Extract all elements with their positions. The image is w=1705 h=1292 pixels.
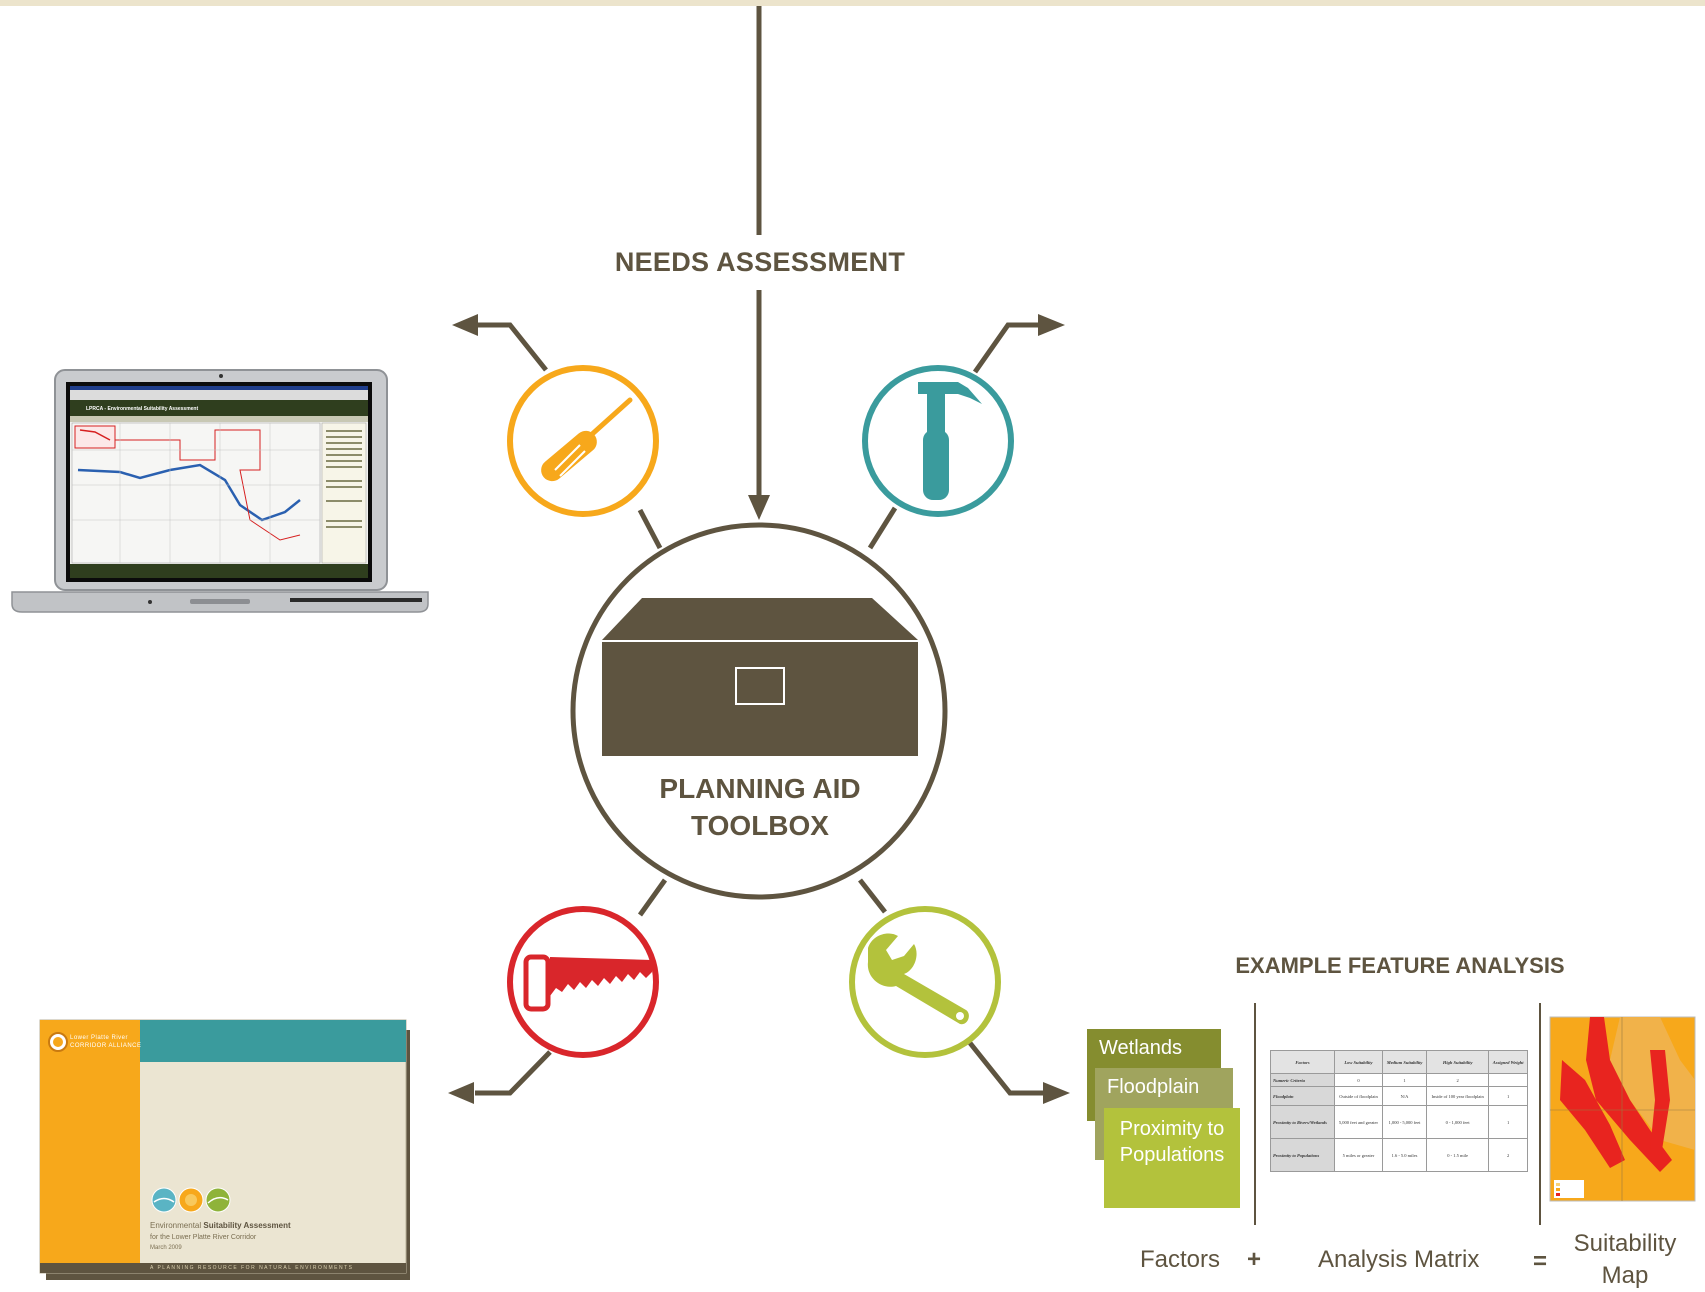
- matrix-cell: 1: [1381, 1073, 1428, 1087]
- screwdriver-tool: [507, 365, 659, 517]
- example-feature-analysis-title: EXAMPLE FEATURE ANALYSIS: [1235, 953, 1565, 978]
- matrix-cell: 0: [1333, 1073, 1383, 1087]
- high-suitability-zone: [1586, 1017, 1672, 1172]
- arrowhead-bottom-left: [448, 1082, 474, 1104]
- matrix-cell: Floodplain: [1270, 1086, 1335, 1106]
- equation-factors-label: Factors: [1140, 1246, 1221, 1273]
- report-teal-band: [140, 1020, 406, 1062]
- matrix-cell: [1488, 1073, 1528, 1087]
- water-icon: [151, 1187, 177, 1213]
- matrix-cell: Outside of floodplain: [1333, 1086, 1383, 1106]
- toolbox-icon: [602, 598, 918, 756]
- matrix-cell: 5 miles or greater: [1333, 1138, 1383, 1172]
- equation-result-label: Suitability Map: [1565, 1228, 1685, 1292]
- table-row: Proximity to Rivers/Wetlands 5,000 feet …: [1270, 1105, 1528, 1139]
- report-title-prefix: Environmental: [150, 1221, 202, 1230]
- report-title-bold: Suitability Assessment: [203, 1221, 291, 1230]
- matrix-cell: N/A: [1381, 1086, 1428, 1106]
- report-subtitle: for the Lower Platte River Corridor: [150, 1234, 257, 1241]
- report-footer-bar: [40, 1263, 406, 1273]
- land-icon: [205, 1187, 231, 1213]
- table-row: Floodplain Outside of floodplain N/A Ins…: [1270, 1086, 1528, 1106]
- matrix-header: Assigned Weight: [1488, 1050, 1528, 1074]
- matrix-header: Factors: [1270, 1050, 1335, 1074]
- equation-matrix-label: Analysis Matrix: [1318, 1246, 1480, 1273]
- wrench-tool: [849, 906, 1001, 1058]
- matrix-header-row: Factors Low Suitability Medium Suitabili…: [1270, 1050, 1528, 1074]
- report-org-line2: CORRIDOR ALLIANCE: [70, 1043, 142, 1049]
- matrix-cell: Proximity to Populations: [1270, 1138, 1335, 1172]
- analysis-matrix-table: Factors Low Suitability Medium Suitabili…: [1270, 1050, 1528, 1172]
- legend-panel: [321, 422, 367, 564]
- matrix-cell: 2: [1426, 1073, 1490, 1087]
- equation-plus: +: [1247, 1246, 1262, 1273]
- matrix-header: High Suitability: [1426, 1050, 1490, 1074]
- report-cover: [39, 1019, 410, 1280]
- equation-result-line2: Map: [1601, 1262, 1649, 1289]
- hammer-icon: [918, 382, 982, 500]
- matrix-cell: 0 - 1,000 feet: [1426, 1105, 1490, 1139]
- toolbox-label: PLANNING AID TOOLBOX: [620, 770, 900, 844]
- report-title: Environmental Suitability Assessment: [150, 1221, 291, 1230]
- arrowhead-top-left: [452, 314, 478, 336]
- matrix-header: Medium Suitability: [1381, 1050, 1428, 1074]
- laptop-app-title: LPRCA - Environmental Suitability Assess…: [86, 406, 199, 412]
- matrix-cell: 1,000 - 5,000 feet: [1381, 1105, 1428, 1139]
- report-date: March 2009: [150, 1245, 182, 1251]
- app-header-bar: [70, 400, 368, 416]
- equation-equals: =: [1533, 1248, 1548, 1275]
- equation-result-line1: Suitability: [1573, 1230, 1677, 1257]
- matrix-cell: 0 - 1.5 mile: [1426, 1138, 1490, 1172]
- matrix-cell: Proximity to Rivers/Wetlands: [1270, 1105, 1335, 1139]
- matrix-cell: 1: [1488, 1086, 1528, 1106]
- map-legend: [1554, 1180, 1584, 1198]
- matrix-cell: 1.6 - 5.0 miles: [1381, 1138, 1428, 1172]
- report-orange-strip: [40, 1020, 140, 1263]
- needs-assessment-label: NEEDS ASSESSMENT: [614, 247, 906, 277]
- table-row: Numeric Criteria 0 1 2: [1270, 1073, 1528, 1087]
- top-band: [0, 0, 1705, 6]
- matrix-cell: Inside of 100 year floodplain: [1426, 1086, 1490, 1106]
- report-org-line1: Lower Platte River: [70, 1035, 129, 1041]
- wrench-circle: [849, 906, 1001, 1058]
- matrix-cell: 2: [1488, 1138, 1528, 1172]
- wrench-icon: [867, 933, 969, 1025]
- matrix-cell: 1: [1488, 1105, 1528, 1139]
- matrix-header: Low Suitability: [1333, 1050, 1383, 1074]
- saw-tool: [507, 906, 659, 1058]
- arrowheads: [448, 314, 1070, 1104]
- factor-proximity: Proximity to Populations: [1104, 1108, 1240, 1208]
- toolbox-label-line2: TOOLBOX: [691, 810, 829, 841]
- connector-lines: [475, 322, 1045, 1096]
- suitability-map: [1549, 1016, 1696, 1202]
- matrix-cell: 5,000 feet and greater: [1333, 1105, 1383, 1139]
- table-row: Proximity to Populations 5 miles or grea…: [1270, 1138, 1528, 1172]
- needs-arrow: [748, 6, 770, 520]
- toolbox-label-line1: PLANNING AID: [659, 773, 861, 804]
- matrix-cell: Numeric Criteria: [1270, 1073, 1335, 1087]
- arrowhead-bottom-right: [1043, 1082, 1070, 1104]
- arrowhead-top-right: [1038, 314, 1065, 336]
- saw-icon: [523, 954, 652, 1012]
- report-footer: A PLANNING RESOURCE FOR NATURAL ENVIRONM…: [150, 1265, 354, 1271]
- laptop-illustration: [11, 369, 429, 613]
- screwdriver-icon: [541, 397, 633, 483]
- hammer-tool: [862, 365, 1014, 517]
